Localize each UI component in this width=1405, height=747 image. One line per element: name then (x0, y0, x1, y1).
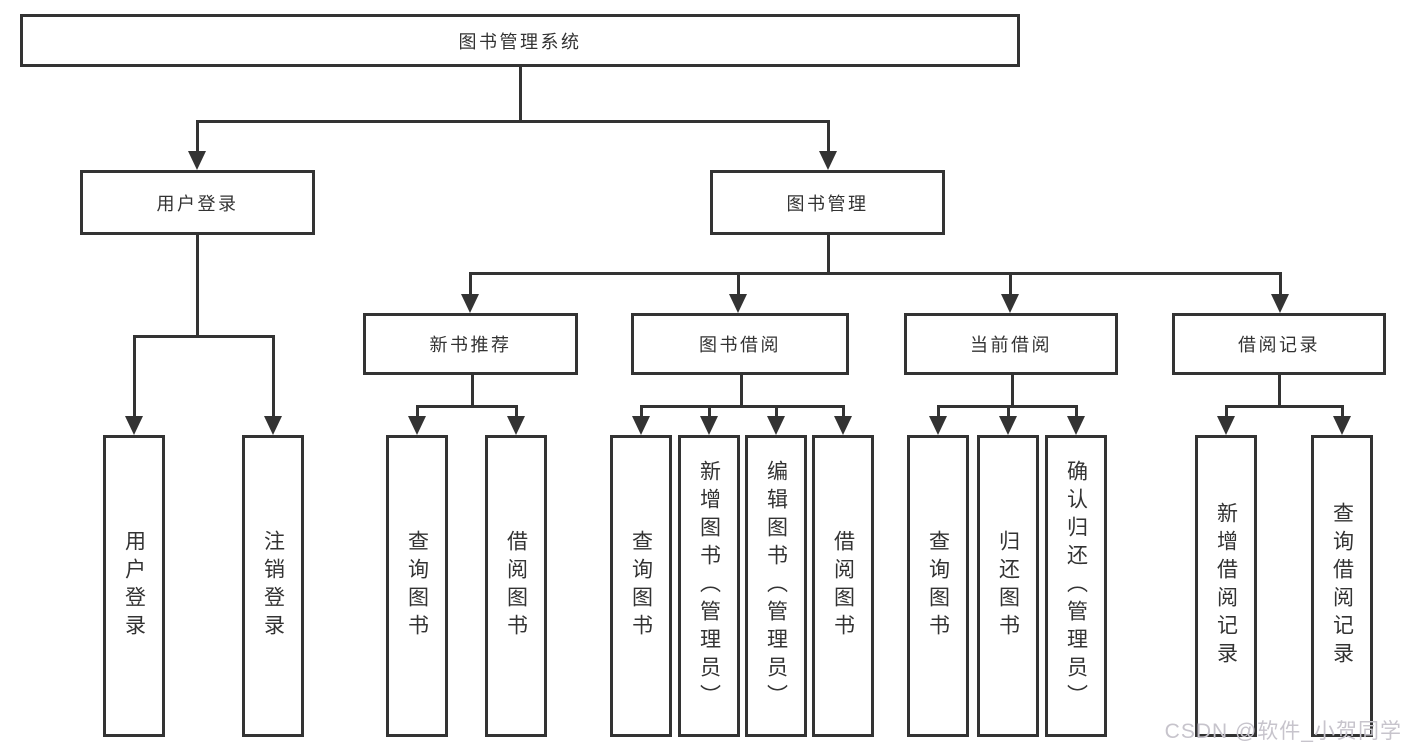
node-borrowing-records: 借阅记录 (1172, 313, 1386, 375)
node-nb-query-books: 查询图书 (386, 435, 448, 737)
node-bb-add-books-admin: 新增图书（管理员） (678, 435, 740, 737)
node-library-management-system: 图书管理系统 (20, 14, 1020, 67)
arrowhead-down-icon (834, 416, 852, 435)
node-new-book-recommend: 新书推荐 (363, 313, 578, 375)
node-user-login-action: 用户登录 (103, 435, 165, 737)
node-bb-query-books: 查询图书 (610, 435, 672, 737)
connector-line (196, 235, 199, 337)
node-user-login: 用户登录 (80, 170, 315, 235)
leaf-label: 查询借阅记录 (1330, 502, 1354, 670)
arrowhead-down-icon (819, 151, 837, 170)
node-nb-borrow-books: 借阅图书 (485, 435, 547, 737)
connector-line (196, 120, 199, 153)
connector-line (1225, 405, 1344, 408)
arrowhead-down-icon (408, 416, 426, 435)
leaf-label: 查询图书 (926, 530, 950, 642)
csdn-watermark: CSDN @软件_小贺同学 (1164, 720, 1402, 743)
arrowhead-down-icon (767, 416, 785, 435)
connector-line (640, 405, 643, 418)
connector-line (937, 405, 940, 418)
arrowhead-down-icon (1333, 416, 1351, 435)
connector-line (196, 120, 830, 123)
node-cb-confirm-return-admin: 确认归还（管理员） (1045, 435, 1107, 737)
leaf-label: 确认归还（管理员） (1064, 460, 1088, 712)
connector-line (737, 272, 740, 296)
connector-line (1011, 375, 1014, 407)
node-book-management: 图书管理 (710, 170, 945, 235)
leaf-label: 编辑图书（管理员） (764, 460, 788, 712)
connector-line (416, 405, 517, 408)
connector-line (515, 405, 518, 418)
leaf-label: 用户登录 (122, 530, 146, 642)
leaf-label: 新增借阅记录 (1214, 502, 1238, 670)
connector-line (469, 272, 1282, 275)
arrowhead-down-icon (1271, 294, 1289, 313)
arrowhead-down-icon (632, 416, 650, 435)
connector-line (1007, 405, 1010, 418)
arrowhead-down-icon (1067, 416, 1085, 435)
node-logout: 注销登录 (242, 435, 304, 737)
leaf-label: 新增图书（管理员） (697, 460, 721, 712)
leaf-label: 归还图书 (996, 530, 1020, 642)
connector-line (775, 405, 778, 418)
connector-line (827, 120, 830, 153)
node-cb-query-books: 查询图书 (907, 435, 969, 737)
arrowhead-down-icon (700, 416, 718, 435)
arrowhead-down-icon (188, 151, 206, 170)
connector-line (133, 335, 275, 338)
connector-line (133, 335, 136, 418)
connector-line (708, 405, 711, 418)
node-cb-return-books: 归还图书 (977, 435, 1039, 737)
node-bb-borrow-books: 借阅图书 (812, 435, 874, 737)
node-br-add-borrow-record: 新增借阅记录 (1195, 435, 1257, 737)
connector-line (1341, 405, 1344, 418)
node-current-borrowing: 当前借阅 (904, 313, 1118, 375)
arrowhead-down-icon (999, 416, 1017, 435)
connector-line (1225, 405, 1228, 418)
connector-line (640, 405, 844, 408)
leaf-label: 查询图书 (405, 530, 429, 642)
connector-line (1278, 375, 1281, 407)
connector-line (469, 272, 472, 296)
node-book-borrowing: 图书借阅 (631, 313, 849, 375)
connector-line (416, 405, 419, 418)
connector-line (1009, 272, 1012, 296)
node-bb-edit-books-admin: 编辑图书（管理员） (745, 435, 807, 737)
leaf-label: 查询图书 (629, 530, 653, 642)
arrowhead-down-icon (125, 416, 143, 435)
node-br-query-borrow-record: 查询借阅记录 (1311, 435, 1373, 737)
connector-line (842, 405, 845, 418)
arrowhead-down-icon (1217, 416, 1235, 435)
connector-line (740, 375, 743, 407)
connector-line (519, 67, 522, 120)
arrowhead-down-icon (461, 294, 479, 313)
leaf-label: 借阅图书 (831, 530, 855, 642)
arrowhead-down-icon (264, 416, 282, 435)
connector-line (272, 335, 275, 418)
arrowhead-down-icon (729, 294, 747, 313)
connector-line (827, 235, 830, 274)
connector-line (1075, 405, 1078, 418)
connector-line (1279, 272, 1282, 296)
leaf-label: 借阅图书 (504, 530, 528, 642)
leaf-label: 注销登录 (261, 530, 285, 642)
connector-line (471, 375, 474, 407)
arrowhead-down-icon (507, 416, 525, 435)
arrowhead-down-icon (1001, 294, 1019, 313)
arrowhead-down-icon (929, 416, 947, 435)
